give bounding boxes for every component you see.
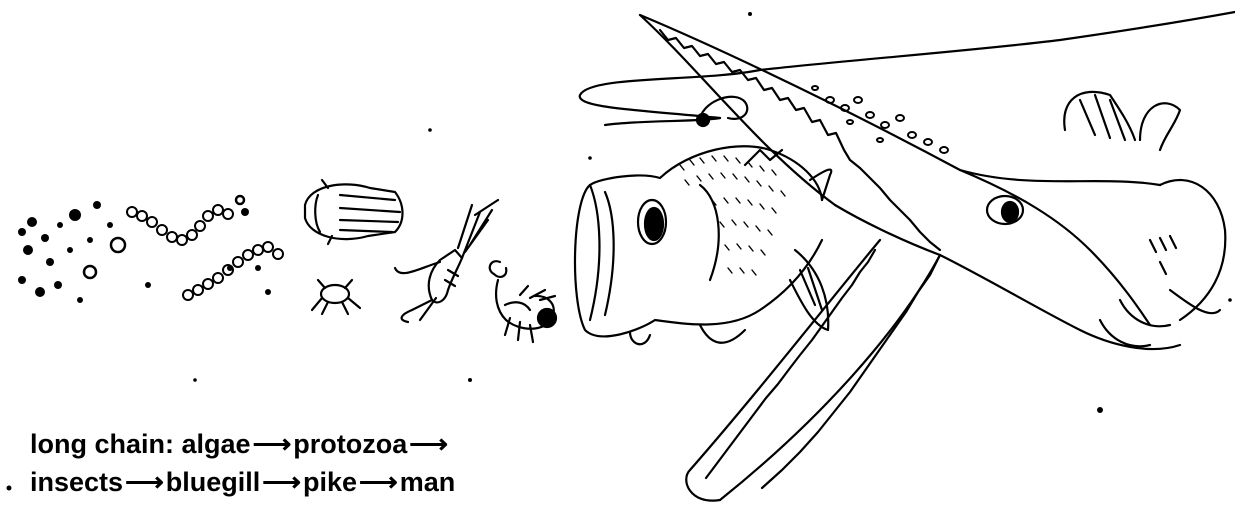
small-crustacean bbox=[312, 280, 360, 314]
caption-item-man: man bbox=[400, 467, 456, 497]
specks bbox=[7, 12, 1232, 491]
food-chain-caption: long chain: algae⟶protozoa⟶ insects⟶blue… bbox=[30, 425, 455, 501]
caption-item-algae: algae bbox=[182, 429, 251, 459]
aquatic-insect-larva bbox=[395, 200, 498, 322]
fishing-line bbox=[580, 12, 1235, 125]
caption-prefix: long chain: bbox=[30, 429, 174, 459]
arrow-icon: ⟶ bbox=[409, 425, 448, 463]
arrow-icon: ⟶ bbox=[262, 463, 301, 501]
algae-rings bbox=[84, 196, 244, 278]
arrow-icon: ⟶ bbox=[125, 463, 164, 501]
caption-item-bluegill: bluegill bbox=[166, 467, 261, 497]
caption-item-pike: pike bbox=[303, 467, 357, 497]
caption-line-2: insects⟶bluegill⟶pike⟶man bbox=[30, 463, 455, 501]
bluegill-fish bbox=[575, 146, 831, 344]
protozoan bbox=[305, 180, 403, 244]
arrow-icon: ⟶ bbox=[253, 425, 292, 463]
pike-fish bbox=[640, 15, 1225, 501]
caption-item-protozoa: protozoa bbox=[293, 429, 407, 459]
insect-nymph bbox=[490, 261, 556, 342]
arrow-icon: ⟶ bbox=[359, 463, 398, 501]
caption-line-1: long chain: algae⟶protozoa⟶ bbox=[30, 425, 455, 463]
caption-item-insects: insects bbox=[30, 467, 123, 497]
